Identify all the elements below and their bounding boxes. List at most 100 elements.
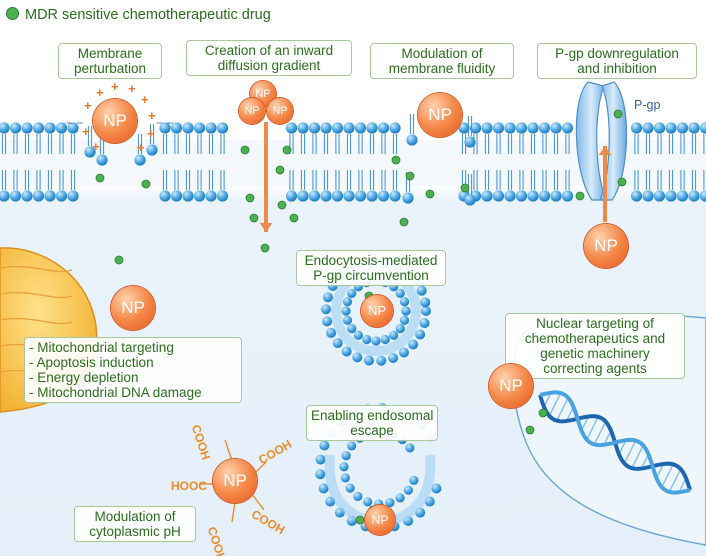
vesicle-lipid-head	[341, 306, 351, 316]
drug-dot	[425, 189, 435, 199]
vesicle-lipid-head	[339, 462, 349, 472]
drug-dot	[95, 173, 105, 183]
lipid-head	[458, 122, 470, 134]
box-line: P-gp circumvention	[313, 268, 429, 283]
drug-dot	[538, 408, 548, 418]
lipid-head	[464, 136, 476, 148]
membrane-perturbation-box: Membrane perturbation	[58, 43, 162, 79]
dna-base-pair	[661, 464, 674, 488]
np-particle: NP	[584, 224, 628, 268]
drug-dot	[277, 200, 287, 210]
vesicle-lipid-head	[347, 324, 357, 334]
vesicle-lipid-head	[332, 338, 343, 349]
cooh-bond	[251, 493, 265, 511]
np-particle: NP	[239, 98, 265, 124]
vesicle-lipid-head	[345, 483, 355, 493]
vesicle-lipid-head	[322, 292, 333, 303]
vesicle-lipid-head	[409, 475, 419, 485]
box-line: Enabling endosomal	[311, 408, 434, 423]
dna-base-pair	[631, 445, 644, 469]
lipid-head	[676, 122, 689, 134]
box-line: correcting agents	[543, 361, 647, 376]
lipid-head	[389, 122, 401, 134]
lipid-head	[159, 122, 171, 134]
vesicle-lipid-head	[315, 454, 326, 465]
lipid-head	[182, 190, 194, 202]
plus-charge-icon: +	[141, 92, 149, 107]
vesicle-lipid-head	[419, 318, 430, 329]
lipid-head	[0, 190, 10, 202]
box-line: Modulation of	[401, 46, 483, 61]
lipid-head	[665, 190, 677, 202]
lipid-head	[492, 190, 505, 202]
lipid-head	[538, 122, 551, 134]
vesicle-lipid-head	[340, 473, 350, 483]
lipid-head	[642, 122, 654, 134]
vesicle-lipid-head	[415, 329, 426, 340]
lipid-head	[550, 190, 562, 202]
mitochondrion-crista	[0, 317, 73, 325]
box-line: escape	[350, 423, 394, 438]
vesicle-lipid-head	[371, 336, 381, 346]
box-line: membrane fluidity	[388, 61, 496, 76]
lipid-head	[159, 190, 171, 202]
lipid-head	[193, 190, 206, 202]
lipid-head	[55, 122, 68, 134]
box-line: - Mitochondrial targeting	[29, 340, 174, 355]
drug-dot	[141, 179, 151, 189]
lipid-head	[320, 122, 332, 134]
plus-charge-icon: +	[96, 85, 104, 100]
lipid-head	[9, 122, 22, 134]
box-line: and inhibition	[577, 61, 657, 76]
lipid-head	[308, 122, 321, 134]
lipid-head	[96, 154, 108, 166]
drug-dot	[617, 177, 627, 187]
vesicle-lipid-head	[416, 285, 427, 296]
box-line: Endocytosis-mediated	[304, 253, 438, 268]
np-particle: NP	[213, 459, 257, 503]
lipid-head	[366, 122, 378, 134]
drug-dot	[575, 191, 585, 201]
drug-dot	[282, 145, 292, 155]
vesicle-lipid-head	[347, 288, 357, 298]
lipid-head	[481, 122, 493, 134]
lipid-head	[146, 144, 158, 156]
dna-base-pair	[548, 392, 562, 417]
vesicle-lipid-head	[326, 327, 337, 338]
np-particle: NP	[93, 99, 137, 143]
legend: MDR sensitive chemotherapeutic drug	[6, 7, 271, 23]
np-particle: NP	[489, 364, 533, 408]
drug-dot	[355, 515, 365, 525]
minus-charge-icon: − −	[66, 116, 84, 130]
lipid-head	[134, 154, 146, 166]
vesicle-lipid-head	[352, 352, 363, 363]
vesicle-lipid-head	[408, 339, 419, 350]
mitochondrial-box: - Mitochondrial targeting - Apoptosis in…	[24, 337, 242, 403]
dna-base-pair	[556, 397, 569, 421]
vesicle-lipid-head	[321, 304, 332, 315]
lipid-head	[343, 190, 355, 202]
vesicle-lipid-head	[421, 306, 431, 316]
lipid-head	[550, 122, 562, 134]
vesicle-lipid-head	[342, 315, 353, 325]
vesicle-lipid-head	[420, 297, 431, 308]
lipid-head	[216, 190, 229, 202]
lipid-head	[32, 190, 45, 202]
vesicle-lipid-head	[398, 347, 409, 358]
vesicle-lipid-head	[395, 324, 405, 334]
plus-charge-icon: +	[82, 124, 90, 139]
plus-charge-icon: +	[92, 139, 100, 154]
lipid-head	[676, 190, 689, 202]
np-particle: NP	[267, 98, 293, 124]
lipid-head	[205, 122, 217, 134]
vesicle-lipid-head	[388, 352, 399, 363]
lipid-head	[688, 190, 700, 202]
lipid-head	[630, 122, 643, 134]
lipid-head	[561, 122, 574, 134]
np-particle: NP	[361, 295, 393, 327]
vesicle-lipid-head	[353, 330, 363, 340]
dna-base-pair	[623, 440, 637, 464]
pgp-efflux-arrow-head	[598, 146, 612, 155]
vesicle-lipid-head	[322, 316, 333, 327]
lipid-head	[699, 190, 706, 202]
